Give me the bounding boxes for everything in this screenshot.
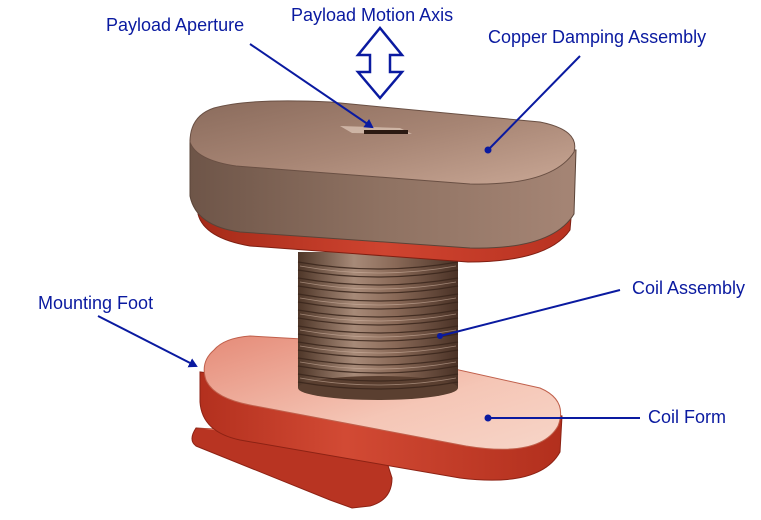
label-coil-form: Coil Form (648, 407, 727, 427)
payload-motion-axis-arrow (355, 26, 405, 100)
leader-mounting-foot (97, 315, 198, 368)
leader-payload-aperture (249, 43, 374, 129)
label-coil-assembly: Coil Assembly (632, 278, 746, 298)
leader-copper-damping (487, 55, 581, 151)
label-mounting-foot: Mounting Foot (38, 293, 154, 313)
label-copper-damping-assembly: Copper Damping Assembly (488, 27, 707, 47)
label-payload-aperture: Payload Aperture (106, 15, 245, 35)
copper-block-top (189, 100, 576, 185)
coil-assembly (297, 252, 459, 400)
copper-damping-block (189, 100, 577, 263)
leader-coil-assembly (439, 289, 621, 337)
aperture-hole (364, 130, 408, 134)
label-payload-motion-axis: Payload Motion Axis (291, 5, 454, 25)
